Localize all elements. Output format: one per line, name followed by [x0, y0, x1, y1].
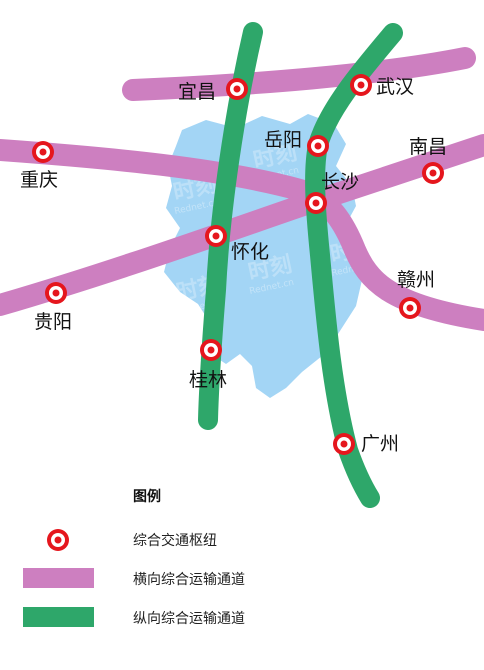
city-label-huaihua: 怀化: [231, 241, 269, 263]
city-label-guiyang: 贵阳: [34, 311, 72, 333]
hub-huaihua: [205, 225, 227, 247]
hub-dot: [207, 346, 215, 354]
hub-dot: [406, 304, 414, 312]
hub-dot: [314, 142, 322, 150]
legend-label-hub: 综合交通枢纽: [133, 532, 217, 549]
hub-dot: [340, 440, 348, 448]
hub-yichang: [226, 78, 248, 100]
hub-dot: [357, 81, 365, 89]
city-label-guilin: 桂林: [189, 369, 227, 391]
legend-label-vertical: 纵向综合运输通道: [133, 611, 245, 627]
hub-guangzhou: [333, 433, 355, 455]
city-label-wuhan: 武汉: [376, 76, 414, 98]
hub-wuhan: [350, 74, 372, 96]
hub-dot: [429, 169, 437, 177]
hub-dot: [39, 148, 47, 156]
city-label-changsha: 长沙: [321, 171, 359, 193]
legend-swatch-horizontal: [23, 568, 94, 588]
city-label-guangzhou: 广州: [361, 433, 399, 455]
hub-ganzhou: [399, 297, 421, 319]
hub-dot: [233, 85, 241, 93]
city-label-yueyang: 岳阳: [264, 129, 302, 151]
legend-label-horizontal: 横向综合运输通道: [133, 572, 245, 588]
hub-guilin: [200, 339, 222, 361]
legend-title: 图例: [133, 488, 161, 505]
legend-hub-symbol: [47, 529, 69, 551]
hub-dot: [52, 289, 60, 297]
horizontal-corridor: [122, 47, 476, 101]
hub-markers: [32, 74, 444, 455]
legend-swatch-vertical: [23, 607, 94, 627]
city-label-chongqing: 重庆: [20, 169, 58, 191]
hub-guiyang: [45, 282, 67, 304]
city-labels: 宜昌 武汉 岳阳 南昌 重庆 长沙 怀化 贵阳 赣州 桂林 广州: [20, 76, 447, 455]
hub-chongqing: [32, 141, 54, 163]
hub-dot: [312, 199, 320, 207]
hub-yueyang: [307, 135, 329, 157]
legend: 图例 综合交通枢纽 横向综合运输通道 纵向综合运输通道: [23, 488, 245, 627]
hub-changsha: [305, 192, 327, 214]
city-label-yichang: 宜昌: [178, 81, 216, 103]
city-label-nanchang: 南昌: [409, 136, 447, 158]
hub-dot: [54, 536, 62, 544]
city-label-ganzhou: 赣州: [397, 269, 435, 291]
hub-nanchang: [422, 162, 444, 184]
hub-dot: [212, 232, 220, 240]
